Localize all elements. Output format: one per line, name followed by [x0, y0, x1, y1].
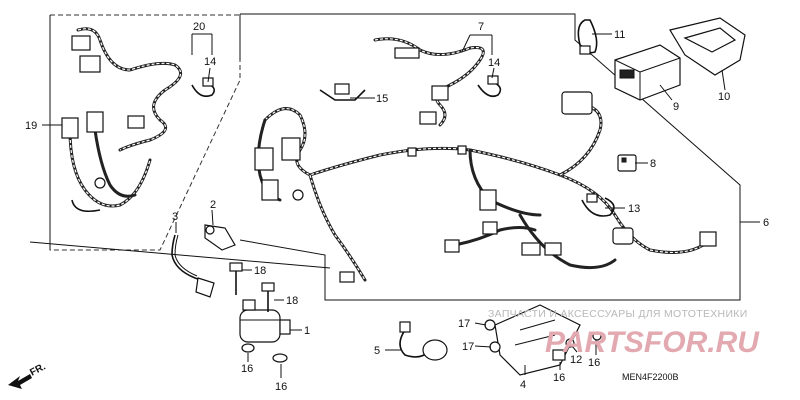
sensor-5: [399, 321, 448, 361]
clamp-14-upper: [191, 77, 216, 98]
cable-3: [171, 234, 215, 298]
callout-16-d: 16: [588, 357, 600, 369]
callout-2: 2: [210, 199, 216, 211]
collar-16-left: [241, 343, 288, 363]
callouts: 19 20 14 7 14 11 9 10 8 13 6 15 3 2 18 1…: [25, 21, 769, 393]
callout-18-lower: 18: [286, 295, 298, 307]
callout-11: 11: [614, 29, 625, 41]
callout-10: 10: [718, 91, 730, 103]
watermark: ЗАПЧАСТИ И АКСЕССУАРЫ ДЛЯ МОТОТЕХНИКИ PA…: [488, 308, 760, 359]
callout-7: 7: [478, 21, 484, 33]
callout-14-main: 14: [488, 57, 500, 69]
diagram-code: MEN4F2200B: [622, 372, 679, 382]
clamp-14-main: [477, 75, 502, 98]
direction-indicator: FR.: [8, 361, 48, 389]
sub-harness-7: [373, 37, 485, 127]
callout-6: 6: [763, 217, 769, 229]
watermark-caption: ЗАПЧАСТИ И АКСЕССУАРЫ ДЛЯ МОТОТЕХНИКИ: [488, 308, 748, 320]
callout-16-a: 16: [241, 363, 253, 375]
callout-14-upper: 14: [204, 56, 216, 68]
sub-harness-box: [49, 14, 241, 251]
callout-17-b: 17: [462, 341, 474, 353]
main-harness-box: [239, 13, 741, 301]
clamp-13: [581, 193, 615, 217]
callout-16-b: 16: [275, 381, 287, 393]
callout-12: 12: [570, 354, 582, 366]
callout-5: 5: [374, 345, 380, 357]
callout-16-c: 16: [553, 372, 565, 384]
callout-1: 1: [304, 325, 310, 337]
leader-lines: [42, 33, 760, 378]
band-11: [577, 19, 598, 55]
regulator-4: [484, 304, 602, 376]
callout-15: 15: [376, 93, 388, 105]
direction-label: FR.: [28, 361, 48, 378]
callout-3: 3: [172, 211, 178, 223]
cap-2: [204, 224, 236, 251]
coil-1: [239, 299, 291, 343]
callout-20: 20: [193, 21, 205, 33]
control-unit-9: [614, 44, 681, 101]
callout-9: 9: [673, 101, 679, 113]
direction-arrow-icon: [8, 374, 32, 389]
main-harness-6: [254, 91, 717, 283]
watermark-logo: PARTSFOR.RU: [545, 326, 760, 359]
callout-18-upper: 18: [254, 265, 266, 277]
cover-10: [669, 17, 746, 76]
divider-line: [29, 241, 331, 269]
clip-8: [617, 154, 637, 172]
bolt-18: [229, 262, 275, 312]
sub-harness-20: [61, 27, 183, 213]
callout-13: 13: [628, 203, 640, 215]
callout-19: 19: [25, 120, 37, 132]
callout-17-a: 17: [458, 318, 470, 330]
callout-8: 8: [650, 158, 656, 170]
callout-4: 4: [520, 379, 526, 391]
clip-15: [319, 83, 366, 101]
